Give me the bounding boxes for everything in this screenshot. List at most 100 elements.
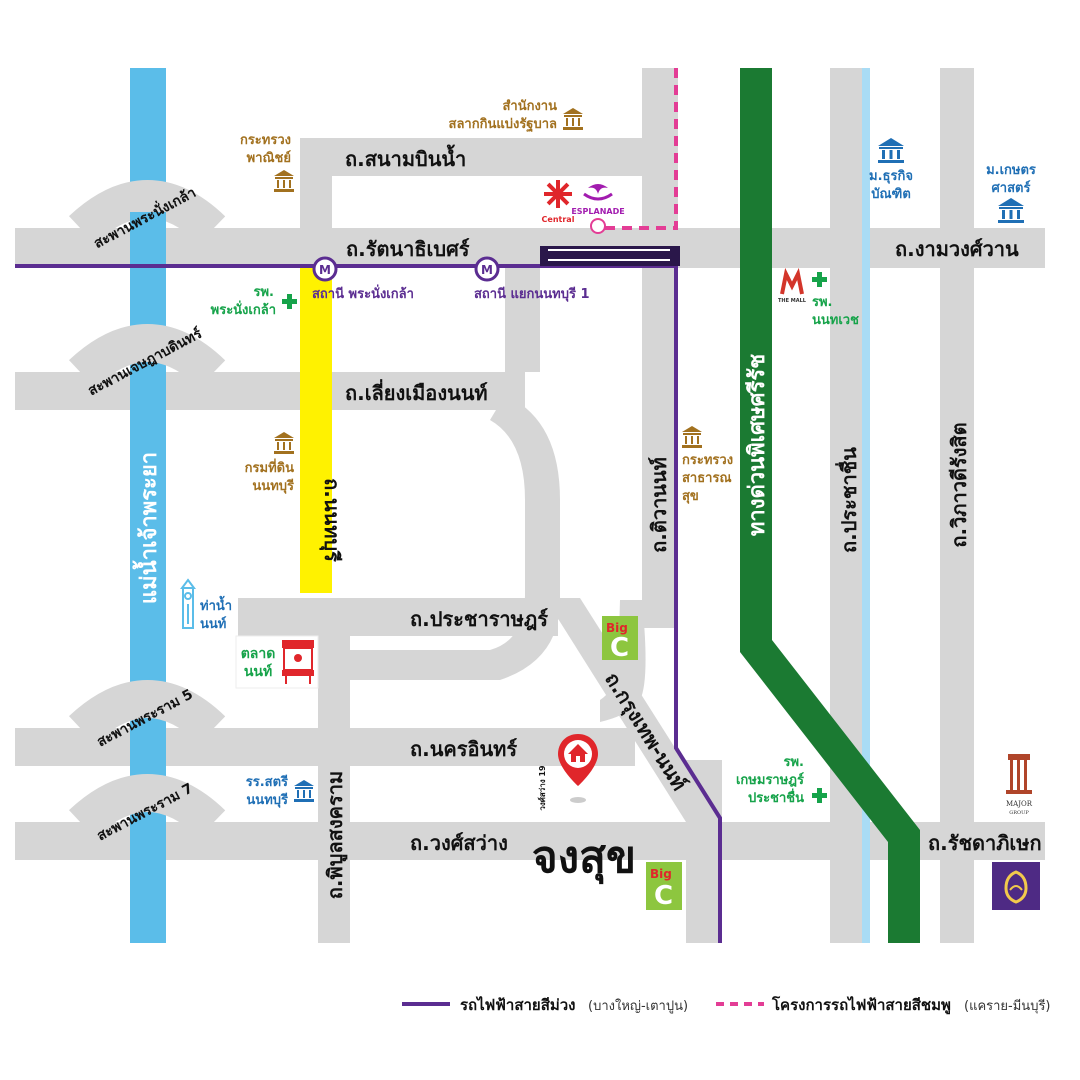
bridge-rama5: [68, 680, 226, 745]
purple-line-route: [15, 264, 722, 943]
poi-pn-hospital-1: รพ.: [254, 285, 275, 300]
svg-text:Big: Big: [650, 867, 672, 881]
poi-pn-hospital-2: พระนั่งเกล้า: [211, 300, 276, 318]
poi-nonthavej-2: นนทเวช: [812, 313, 859, 328]
esplanade-text: ESPLANADE: [571, 207, 624, 216]
poi-ku-1: ม.เกษตร: [986, 163, 1036, 178]
depot-stripes: [548, 249, 670, 261]
poi-pier-1: ท่าน้ำ: [200, 595, 232, 614]
big-c-logo: Big C: [602, 616, 638, 663]
government-building-icon: [274, 432, 294, 454]
legend-purple-route: (บางใหญ่-เตาปูน): [588, 998, 688, 1014]
poi-land-2: นนทบุรี: [252, 478, 294, 494]
bridge-rama7: [68, 774, 226, 839]
bridge-phra-nang-klao: [68, 180, 226, 245]
road-vibhavadi: [940, 68, 974, 943]
poi-school-2: นนทบุรี: [246, 792, 288, 808]
svg-text:C: C: [610, 633, 629, 663]
market-stall-icon: [235, 635, 319, 689]
scb-logo-icon: [992, 862, 1040, 910]
location-pin-icon: [558, 734, 598, 803]
legend-pink-label: โครงการรถไฟฟ้าสายสีชมพู: [771, 995, 951, 1015]
road-nonthaburi-yellow: [300, 268, 332, 593]
road-network: [15, 68, 1045, 943]
road-label-wongsawang-soi: วงศ์สว่าง 19: [537, 765, 547, 811]
legend-pink-route: (แคราย-มีนบุรี): [964, 998, 1051, 1014]
government-building-icon: [682, 426, 702, 448]
legend-purple-label: รถไฟฟ้าสายสีม่วง: [460, 995, 576, 1014]
hospital-cross-icon: [812, 788, 827, 803]
road-label-wongsawang: ถ.วงศ์สว่าง: [410, 831, 508, 855]
government-building-icon: [274, 170, 294, 192]
road-label-vibhavadi: ถ.วิภาวดีรังสิต: [947, 422, 971, 547]
poi-commerce-1: กระทรวง: [240, 133, 291, 148]
metro-marker-text: M: [319, 263, 331, 277]
poi-dpu-2: บัณฑิต: [871, 187, 911, 202]
poi-market-2: นนท์: [244, 663, 272, 680]
metro-m-icon: [312, 256, 338, 282]
expressway-sirat: [740, 68, 920, 943]
poi-kasemrad-2: เกษมราษฎร์: [736, 772, 804, 788]
road-loop-curve-2: [350, 395, 560, 680]
esplanade-logo: ESPLANADE: [571, 184, 625, 234]
poi-health-3: สุข: [682, 489, 699, 504]
school-building-icon: [294, 780, 314, 802]
road-label-sanam: ถ.สนามบินน้ำ: [345, 144, 466, 171]
road-loop-curve: [505, 268, 540, 372]
road-label-ngamwongwan: ถ.งามวงศ์วาน: [895, 237, 1019, 261]
project-name: จงสุข: [532, 832, 636, 885]
road-label-prachanarat: ถ.ประชาราษฎร์: [410, 607, 548, 631]
poi-dpu-1: ม.ธุรกิจ: [869, 169, 913, 184]
svg-text:C: C: [654, 881, 673, 911]
road-krungthep-non: [545, 598, 722, 822]
poi-ku-2: ศาสตร์: [992, 180, 1031, 196]
hospital-cross-icon: [812, 272, 827, 287]
station-label-yaek-nonthaburi: สถานี แยกนนทบุรี 1: [474, 286, 590, 302]
road-label-expressway: ทางด่วนพิเศษศรีรัช: [745, 354, 770, 536]
poi-pier-2: นนท์: [200, 616, 226, 632]
bridges: [68, 180, 226, 839]
poi-lottery-1: สำนักงาน: [502, 98, 557, 114]
road-label-phibun: ถ.พิบูลสงคราม: [323, 771, 349, 899]
svg-text:Big: Big: [606, 621, 628, 635]
central-logo: Central: [540, 178, 576, 226]
poi-land-1: กรมที่ดิน: [245, 458, 294, 476]
road-sanam-vertical: [300, 138, 332, 268]
road-phibun: [318, 598, 350, 943]
road-label-liang-mueang: ถ.เลี่ยงเมืองนนท์: [345, 378, 488, 405]
metro-marker-text: M: [481, 263, 493, 277]
road-rattanathibet: [15, 228, 1045, 268]
road-wongsawang: [15, 822, 1045, 860]
metro-m-icon: [474, 256, 500, 282]
poi-market-1: ตลาด: [241, 646, 276, 662]
road-label-nonthaburi: ถ.นนทบุรี: [319, 478, 344, 562]
bridge-jetsadabodin: [68, 324, 226, 389]
poi-health-2: สาธารณ: [682, 471, 732, 486]
pink-line-route: [598, 68, 678, 230]
svg-text:GROUP: GROUP: [1009, 810, 1029, 816]
university-building-icon: [878, 138, 904, 163]
road-label-prachachuen: ถ.ประชาชื่น: [834, 447, 861, 553]
big-c-logo: Big C: [646, 862, 682, 911]
road-tiwanon: [642, 68, 678, 628]
poi-kasemrad-1: รพ.: [784, 755, 805, 770]
station-label-phra-nang-klao: สถานี พระนั่งเกล้า: [312, 284, 414, 302]
poi-school-1: รร.สตรี: [246, 774, 288, 790]
central-text: Central: [542, 215, 575, 224]
road-prachanarat: [238, 598, 558, 636]
road-label-nakhon-in: ถ.นครอินทร์: [410, 737, 517, 761]
road-lower-loop: [320, 680, 350, 728]
poi-commerce-2: พาณิชย์: [247, 150, 291, 166]
major-logo: MAJOR GROUP: [1006, 754, 1033, 816]
road-label-ratchadaphisek: ถ.รัชดาภิเษก: [928, 831, 1042, 855]
government-building-icon: [563, 108, 583, 130]
metro-station-yaek-nonthaburi: M: [474, 256, 500, 282]
the-mall-logo: THE MALL: [778, 267, 807, 304]
poi-nonthavej-1: รพ.: [812, 295, 833, 310]
clock-tower-icon: [180, 578, 196, 629]
road-label-tiwanon: ถ.ติวานนท์: [647, 457, 671, 553]
poi-kasemrad-3: ประชาชื่น: [748, 788, 804, 806]
poi-health-1: กระทรวง: [682, 453, 733, 468]
svg-text:MAJOR: MAJOR: [1006, 800, 1033, 808]
river-label: แม่น้ำเจ้าพระยา: [132, 452, 162, 604]
